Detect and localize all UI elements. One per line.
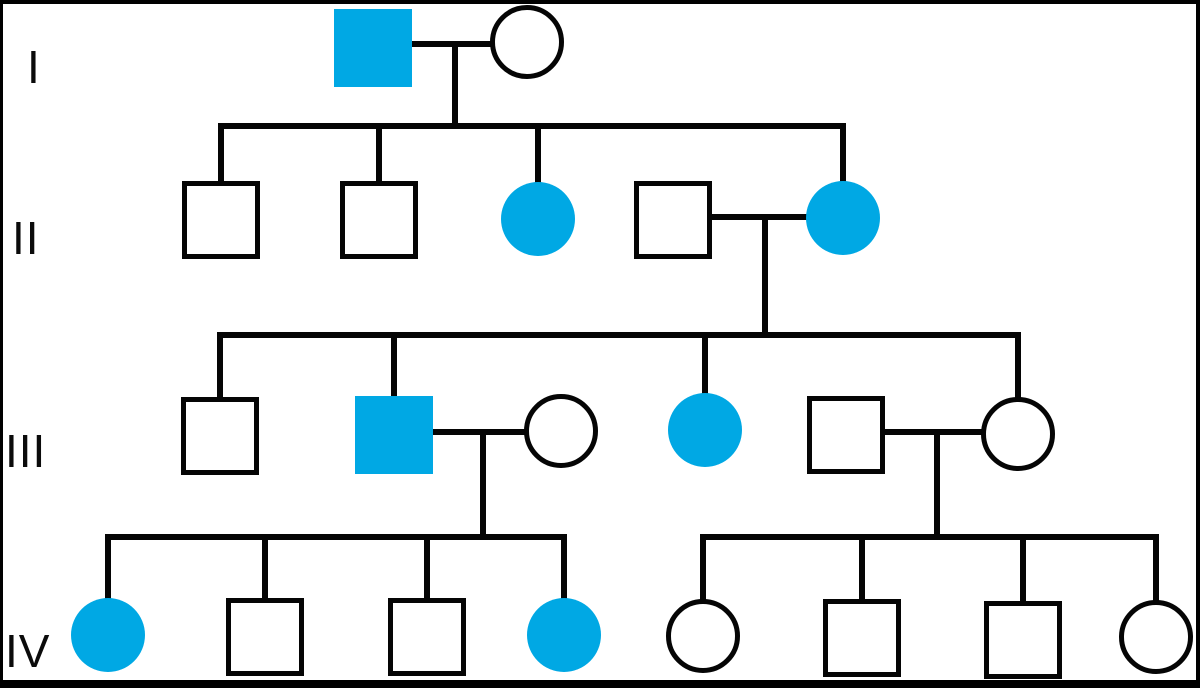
individual-I-1-affected-male <box>334 9 412 87</box>
generation-label-2: II <box>12 212 40 264</box>
individual-IV-7-male <box>984 601 1062 679</box>
individual-I-2-female <box>490 5 564 79</box>
individual-IV-1-affected-female <box>71 598 145 672</box>
individual-II-1-male <box>182 181 260 259</box>
individual-III-3-female <box>524 394 598 468</box>
individual-II-2-male <box>340 181 418 259</box>
individual-III-4-affected-female <box>668 393 742 467</box>
generation-label-4: IV <box>5 625 51 677</box>
individual-III-2-affected-male <box>355 396 433 474</box>
frame-border-left <box>0 0 3 688</box>
individual-III-5-male <box>807 396 885 474</box>
individual-IV-4-affected-female <box>527 598 601 672</box>
generation-label-3: III <box>5 425 47 477</box>
individual-II-5-affected-female <box>806 181 880 255</box>
individual-IV-8-female <box>1119 600 1193 674</box>
frame-border-top <box>0 0 1200 4</box>
frame-border-bottom <box>0 680 1200 688</box>
individual-IV-2-male <box>226 598 304 676</box>
individual-III-6-female <box>981 397 1055 471</box>
frame-border-right <box>1196 0 1200 688</box>
generation-label-1: I <box>27 41 41 93</box>
individual-II-3-affected-female <box>501 182 575 256</box>
individual-IV-3-male <box>388 598 466 676</box>
individual-IV-5-female <box>666 599 740 673</box>
individual-III-1-male <box>181 397 259 475</box>
individual-II-4-male <box>634 181 712 259</box>
individual-IV-6-male <box>823 599 901 677</box>
